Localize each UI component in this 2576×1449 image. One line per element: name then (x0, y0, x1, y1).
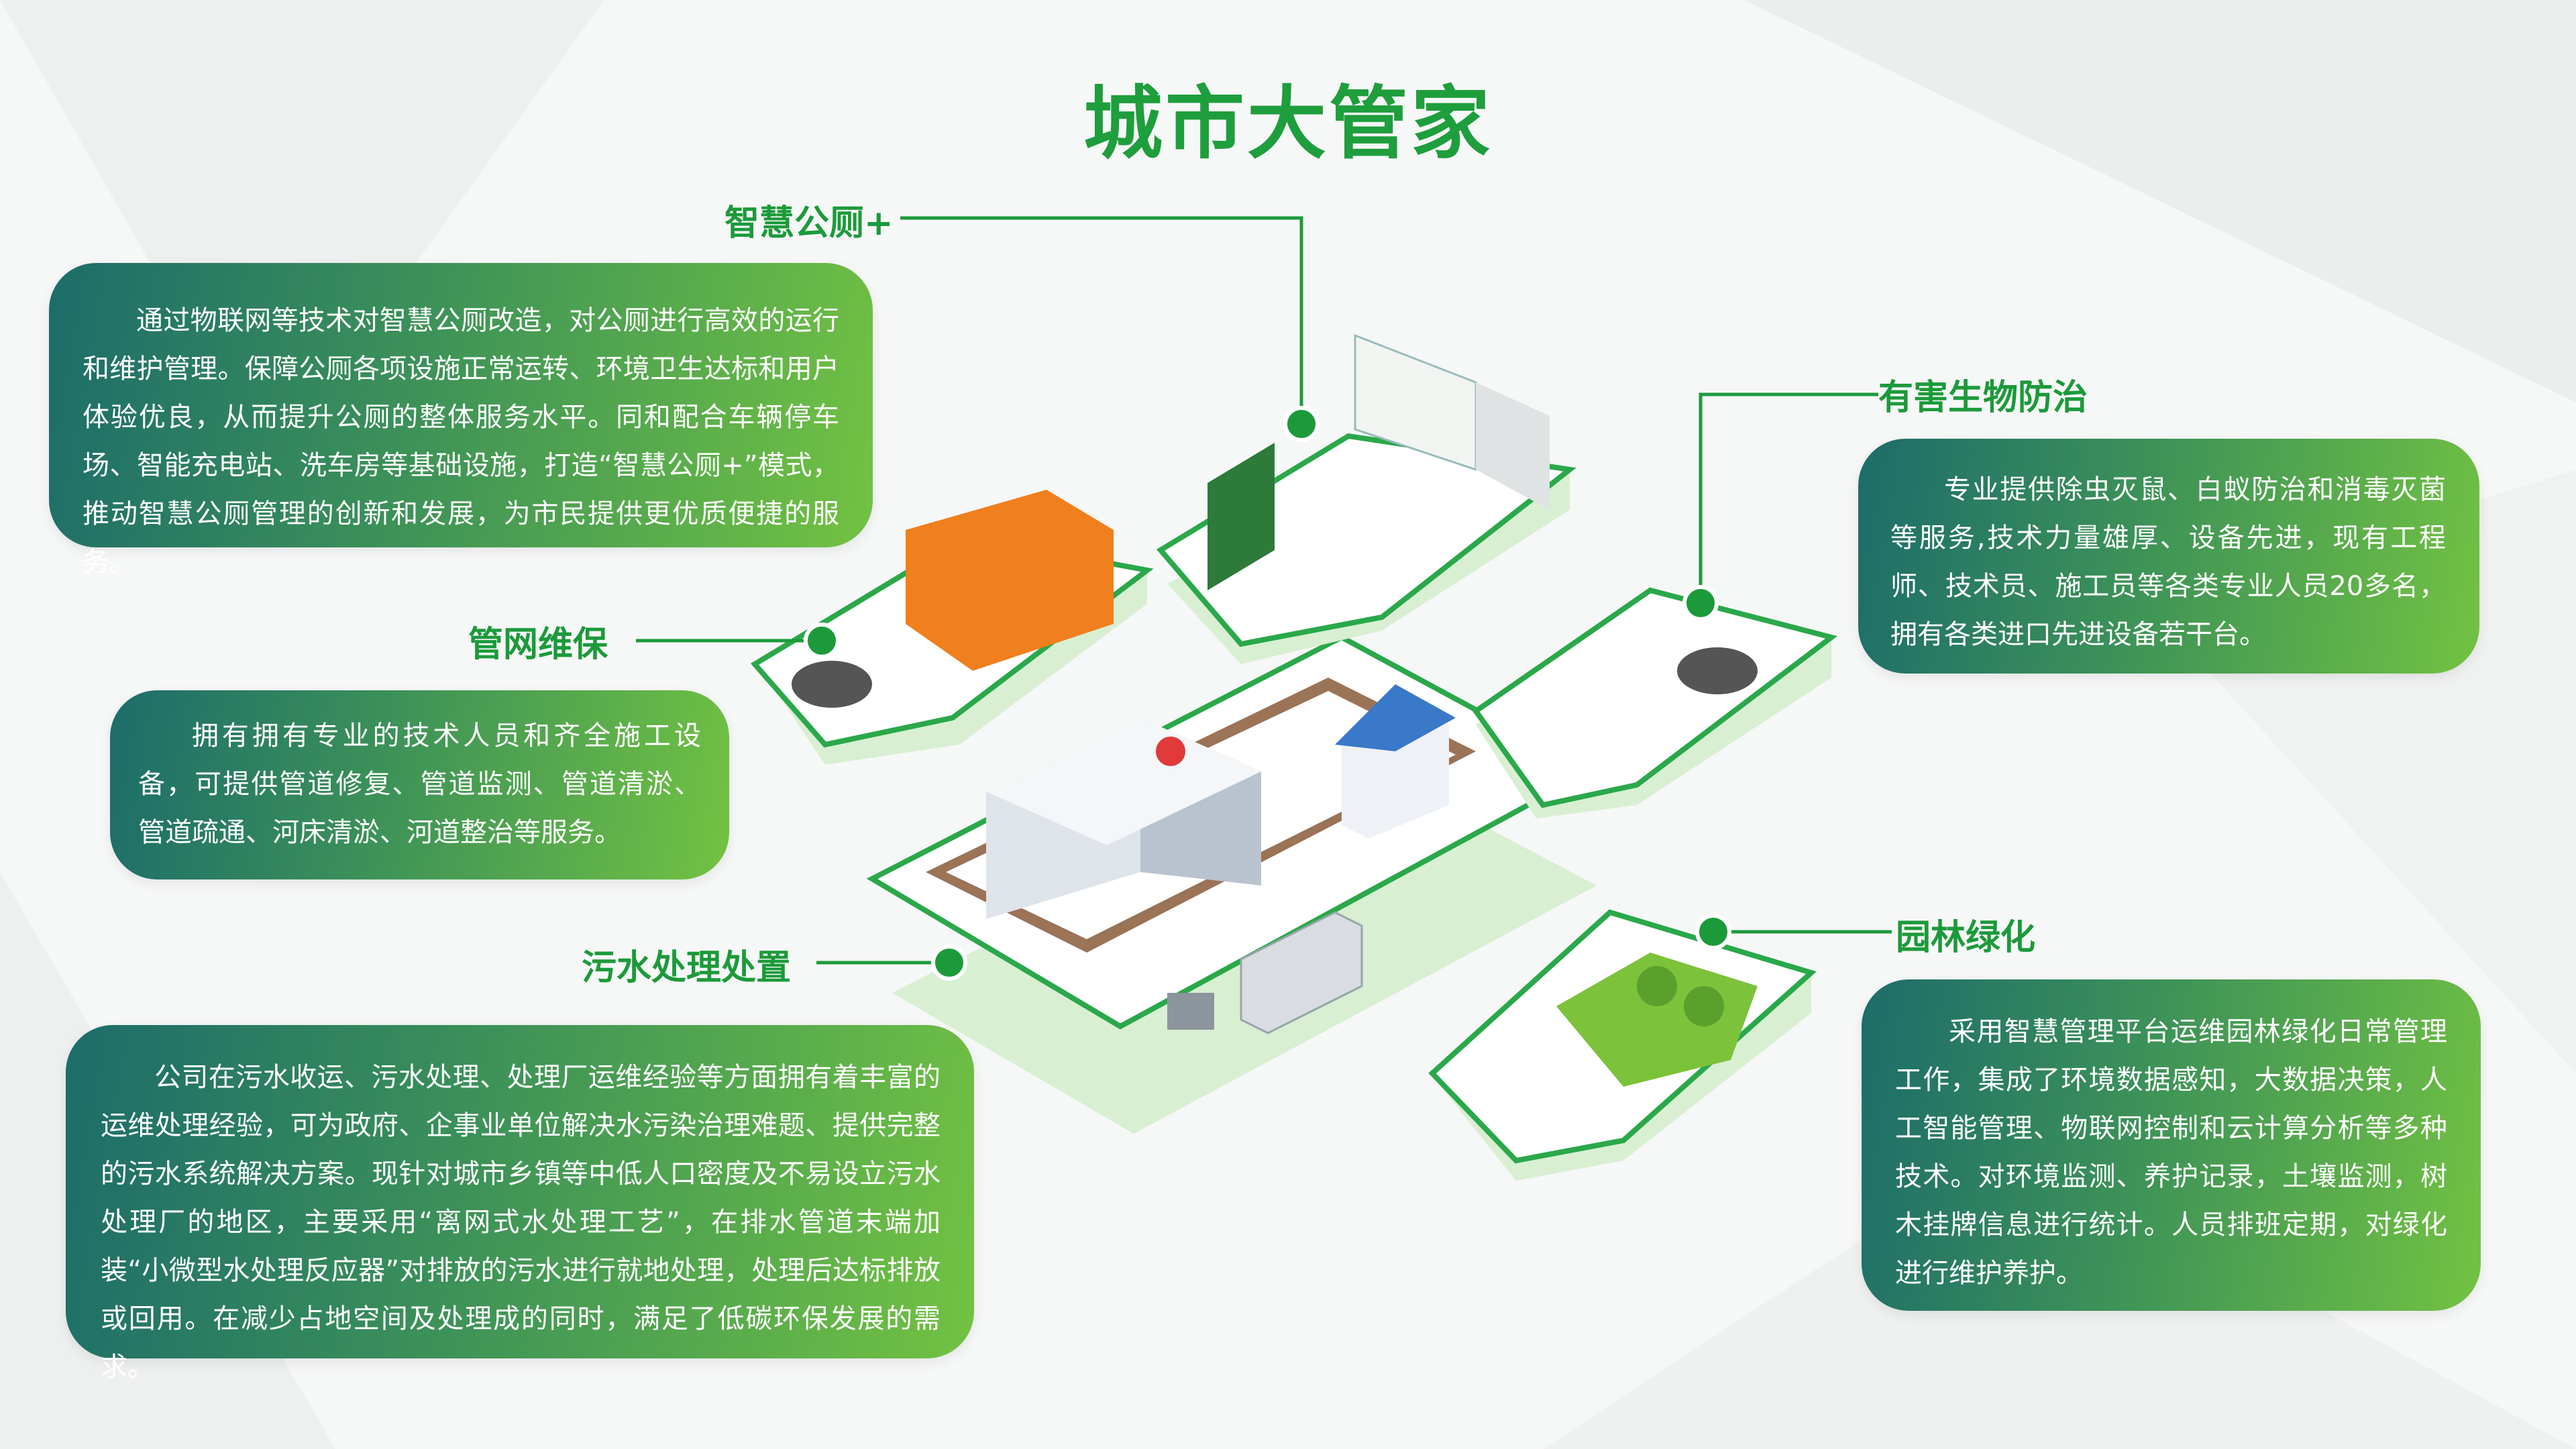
garden-description-card: 采用智慧管理平台运维园林绿化日常管理工作，集成了环境数据感知，大数据决策，人工智… (1862, 979, 2481, 1311)
toilet-description: 通过物联网等技术对智慧公厕改造，对公厕进行高效的运行和维护管理。保障公厕各项设施… (83, 305, 839, 578)
dot-toilet (1283, 406, 1320, 442)
dot-pest (1682, 585, 1719, 621)
page-title: 城市大管家 (1083, 77, 1493, 170)
house-icon (1335, 684, 1456, 839)
dot-garden (1695, 914, 1731, 950)
label-pipe: 管网维保 (468, 625, 608, 665)
dot-sewage (931, 945, 967, 981)
toilet-description-card: 通过物联网等技术对智慧公厕改造，对公厕进行高效的运行和维护管理。保障公厕各项设施… (49, 263, 873, 578)
label-sewage: 污水处理处置 (582, 948, 792, 988)
sewage-description-card: 公司在污水收运、污水处理、处理厂运维经验等方面拥有着丰富的运维处理经验，可为政府… (66, 1025, 974, 1383)
pest-description: 专业提供除虫灭鼠、白蚁防治和消毒灭菌等服务,技术力量雄厚、设备先进，现有工程师、… (1890, 474, 2446, 650)
garden-description: 采用智慧管理平台运维园林绿化日常管理工作，集成了环境数据感知，大数据决策，人工智… (1895, 1016, 2447, 1289)
label-garden: 园林绿化 (1896, 918, 2036, 958)
hospital-building-icon (986, 718, 1261, 919)
label-toilet: 智慧公厕+ (724, 203, 894, 244)
pipe-description-card: 拥有拥有专业的技术人员和齐全施工设备，可提供管道修复、管道监测、管道清淤、管道疏… (110, 690, 729, 879)
label-pest: 有害生物防治 (1878, 378, 2088, 418)
sewage-description: 公司在污水收运、污水处理、处理厂运维经验等方面拥有着丰富的运维处理经验，可为政府… (101, 1062, 941, 1383)
pipe-platform (750, 490, 1154, 765)
dot-pipe (804, 623, 840, 659)
garden-platform (1428, 909, 1817, 1181)
pipe-description: 拥有拥有专业的技术人员和齐全施工设备，可提供管道修复、管道监测、管道清淤、管道疏… (138, 720, 701, 848)
pest-platform (1472, 587, 1837, 818)
connector-pest (1699, 392, 1878, 603)
pest-description-card: 专业提供除虫灭鼠、白蚁防治和消毒灭菌等服务,技术力量雄厚、设备先进，现有工程师、… (1858, 439, 2479, 674)
treatment-unit-icon (1167, 911, 1363, 1034)
connector-toilet (900, 216, 1303, 424)
toilet-platform (1156, 333, 1576, 664)
